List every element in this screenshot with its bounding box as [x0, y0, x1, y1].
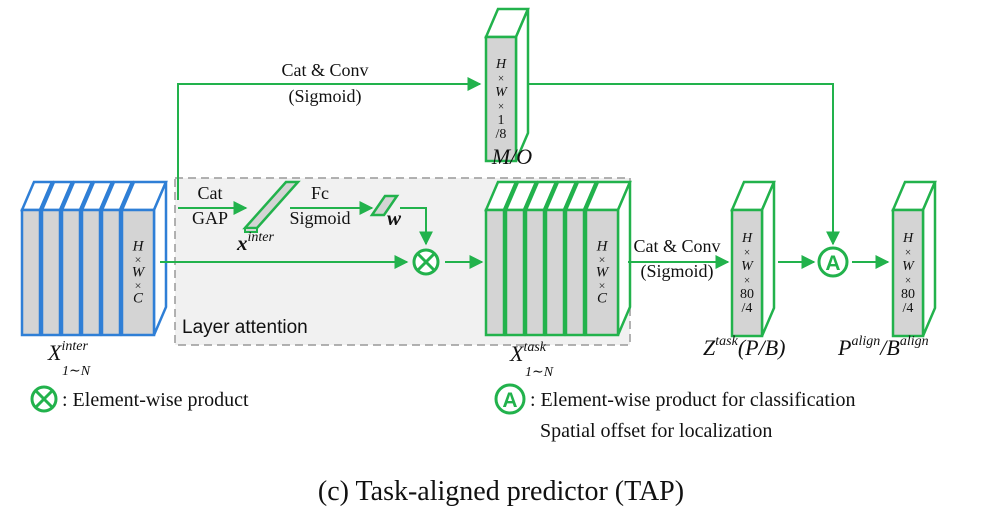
- slab-dimension-text: ×: [135, 278, 142, 292]
- legend-align-text-2: Spatial offset for localization: [540, 420, 772, 442]
- slab-dimension-text: 80: [901, 287, 915, 302]
- w-label: w: [387, 206, 402, 230]
- slab-dimension-text: ×: [744, 275, 750, 287]
- figure-caption: (c) Task-aligned predictor (TAP): [318, 476, 684, 507]
- slab-dimension-text: 1: [498, 113, 505, 128]
- sigmoid-right-label: (Sigmoid): [640, 261, 713, 282]
- mo-label: M/O: [491, 144, 532, 169]
- fc-label: Fc: [311, 183, 329, 203]
- x-task-stack-label: Xtask: [509, 340, 547, 366]
- x-task-stack-subscript: 1∼N: [525, 365, 554, 380]
- align-operator-icon: A: [817, 246, 849, 278]
- slab-dimension-text: 80: [740, 287, 754, 302]
- svg-text:A: A: [502, 389, 517, 412]
- slab-dimension-text: H: [596, 238, 609, 254]
- slab-dimension-text: W: [741, 259, 754, 274]
- slab-dimension-text: ×: [905, 275, 911, 287]
- x-inter-label: xinter: [236, 230, 274, 255]
- feature-slab: H×W×C: [584, 180, 632, 337]
- slab-dimension-text: ×: [744, 247, 750, 259]
- task-feature-stack: H×W×C: [484, 180, 632, 337]
- slab-dimension-text: H: [132, 238, 145, 254]
- slab-dimension-text: W: [596, 264, 610, 280]
- cat-label: Cat: [198, 183, 223, 203]
- connections: [160, 77, 890, 269]
- mo-feature-map: H×W×1/8: [484, 7, 530, 163]
- slab-dimension-text: ×: [498, 73, 504, 85]
- w-vector: [369, 194, 400, 217]
- input-feature-stack: H×W×C: [20, 180, 168, 337]
- slab-dimension-text: ×: [135, 252, 142, 266]
- legend-align-text-1: : Element-wise product for classificatio…: [530, 389, 855, 411]
- slab-dimension-text: W: [902, 259, 915, 274]
- p-align-feature-map: H×W×80/4: [891, 180, 937, 338]
- cat-conv-right-label: Cat & Conv: [633, 236, 720, 256]
- slab-dimension-text: /8: [496, 127, 507, 142]
- feature-slab: H×W×80/4: [730, 180, 776, 338]
- x-inter-stack-subscript: 1∼N: [62, 364, 91, 379]
- slab-dimension-text: H: [741, 231, 753, 246]
- z-task-label: Ztask(P/B): [703, 334, 785, 360]
- sigmoid-top-label: (Sigmoid): [288, 86, 361, 107]
- slab-dimension-text: H: [902, 231, 914, 246]
- cat-conv-top-label: Cat & Conv: [281, 60, 368, 80]
- z-task-feature-map: H×W×80/4: [730, 180, 776, 338]
- legend-product-text: : Element-wise product: [62, 389, 249, 411]
- p-b-align-label: Palign/Balign: [837, 334, 929, 360]
- slab-dimension-text: ×: [599, 278, 606, 292]
- slab-dimension-text: /4: [903, 301, 914, 316]
- feature-slab: H×W×1/8: [484, 7, 530, 163]
- feature-slab: H×W×C: [120, 180, 168, 337]
- sigmoid-mid-label: Sigmoid: [289, 208, 350, 228]
- slab-dimension-text: H: [495, 57, 507, 72]
- element-wise-product-icon: [412, 248, 440, 276]
- x-inter-vector: [242, 180, 301, 233]
- slab-dimension-text: W: [132, 264, 146, 280]
- gap-label: GAP: [192, 208, 228, 228]
- svg-text:A: A: [825, 252, 840, 275]
- legend-product-icon: [30, 385, 58, 413]
- slab-dimension-text: ×: [599, 252, 606, 266]
- slab-dimension-text: /4: [742, 301, 753, 316]
- slab-dimension-text: C: [133, 290, 144, 306]
- slab-dimension-text: C: [597, 290, 608, 306]
- x-inter-stack-label: Xinter: [47, 339, 88, 365]
- legend-align-icon: A: [494, 383, 526, 415]
- slab-dimension-text: ×: [498, 101, 504, 113]
- feature-slab: H×W×80/4: [891, 180, 937, 338]
- layer-attention-label: Layer attention: [182, 317, 308, 338]
- slab-dimension-text: ×: [905, 247, 911, 259]
- slab-dimension-text: W: [495, 85, 508, 100]
